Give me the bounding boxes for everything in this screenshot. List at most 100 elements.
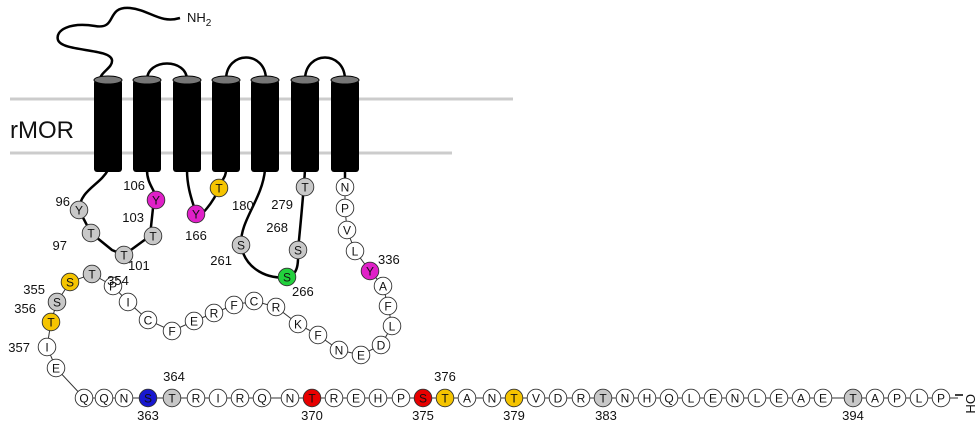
residue-number: 180 <box>232 198 254 213</box>
residue-letter: F <box>168 325 175 339</box>
residue-letter: T <box>149 230 157 244</box>
residue-letter: K <box>294 318 302 332</box>
residue-icl2-1: T180 <box>210 179 254 213</box>
residue-number: 356 <box>14 301 36 316</box>
residue-letter: I <box>216 392 219 406</box>
residue-ctail-63: A <box>866 389 884 407</box>
residue-letter: L <box>916 392 923 406</box>
residue-ctail-2: V <box>338 221 356 239</box>
residue-ctail-12: K <box>289 315 307 333</box>
residue-letter: Y <box>366 265 374 279</box>
residue-ctail-52: N <box>616 389 634 407</box>
residue-number: 268 <box>266 220 288 235</box>
helix-tm6 <box>291 76 319 172</box>
transmembrane-helices <box>94 76 359 172</box>
residue-letter: P <box>937 392 945 406</box>
residue-number: 266 <box>292 284 314 299</box>
residue-letter: I <box>126 296 129 310</box>
residue-letter: T <box>87 227 95 241</box>
residue-ctail-61: E <box>814 389 832 407</box>
residue-ctail-48: V <box>527 389 545 407</box>
residue-number: 261 <box>210 253 232 268</box>
residue-ctail-8: D <box>372 336 390 354</box>
residue-number: 376 <box>434 369 456 384</box>
residue-letter: S <box>283 271 291 285</box>
residue-ctail-35: R <box>231 389 249 407</box>
residue-letter: F <box>384 300 391 314</box>
residue-letter: T <box>599 392 607 406</box>
residue-number: 101 <box>128 258 150 273</box>
residue-ctail-40: E <box>347 389 365 407</box>
residue-number: 166 <box>185 228 207 243</box>
residue-ctail-58: L <box>748 389 766 407</box>
residue-letter: T <box>441 392 449 406</box>
residue-letter: L <box>754 392 761 406</box>
residue-letter: S <box>53 296 61 310</box>
residue-letter: P <box>341 202 349 216</box>
residue-ctail-45: A <box>458 389 476 407</box>
residue-ctail-1: P <box>336 199 354 217</box>
residue-letter: N <box>341 181 350 195</box>
residue-ctail-0: N <box>336 178 354 196</box>
residue-letter: E <box>709 392 717 406</box>
residue-letter: V <box>343 224 351 238</box>
residue-letter: E <box>775 392 783 406</box>
residue-letter: S <box>237 239 245 253</box>
residue-ctail-37: N <box>281 389 299 407</box>
residue-letter: N <box>286 392 295 406</box>
n-terminus-label: NH2 <box>187 10 212 29</box>
residue-letter: T <box>88 268 96 282</box>
residue-ctail-64: P <box>888 389 906 407</box>
residue-letter: Y <box>152 194 160 208</box>
residue-number: 355 <box>23 282 45 297</box>
c-tail-backbone <box>47 187 958 398</box>
residue-letter: Q <box>664 392 673 406</box>
residue-number: 106 <box>123 178 145 193</box>
residue-letter: T <box>308 392 316 406</box>
helix-tm3 <box>173 76 201 172</box>
residue-ctail-55: L <box>682 389 700 407</box>
residue-letter: Q <box>257 392 266 406</box>
residue-ctail-10: N <box>330 341 348 359</box>
residue-ctail-33: R <box>187 389 205 407</box>
residue-ctail-5: A <box>374 277 392 295</box>
residue-letter: H <box>643 392 652 406</box>
residue-icl2-0: Y 166 <box>185 205 207 243</box>
residue-letter: N <box>731 392 740 406</box>
residue-ctail-28: Q <box>75 389 93 407</box>
residue-letter: Y <box>192 208 200 222</box>
helix-tm7 <box>331 76 359 172</box>
residue-letter: A <box>379 280 387 294</box>
residue-number: 364 <box>163 369 185 384</box>
helix-tm4 <box>212 76 240 172</box>
residue-chain: Y96T97T101T103Y106Y166T180S261S266S268T2… <box>8 178 958 423</box>
residue-ctail-20: I <box>119 293 137 311</box>
residue-ctail-59: E <box>770 389 788 407</box>
residue-ctail-53: H <box>638 389 656 407</box>
residue-letter: S <box>294 244 302 258</box>
residue-letter: E <box>819 392 827 406</box>
residue-ctail-15: F <box>225 296 243 314</box>
residue-ctail-49: D <box>549 389 567 407</box>
residue-ctail-13: R <box>267 298 285 316</box>
residue-letter: L <box>352 245 359 259</box>
residue-ctail-18: F <box>163 322 181 340</box>
residue-ctail-29: Q <box>95 389 113 407</box>
residue-letter: E <box>52 362 60 376</box>
residue-letter: P <box>893 392 901 406</box>
residue-letter: L <box>389 320 396 334</box>
c-terminus: OH <box>955 394 978 414</box>
residue-letter: D <box>377 339 386 353</box>
helix-tm2 <box>133 76 161 172</box>
residue-ctail-41: H <box>369 389 387 407</box>
residue-ctail-44: T 376 <box>434 369 456 407</box>
residue-ctail-34: I <box>209 389 227 407</box>
residue-number: 279 <box>271 197 293 212</box>
residue-letter: N <box>335 344 344 358</box>
